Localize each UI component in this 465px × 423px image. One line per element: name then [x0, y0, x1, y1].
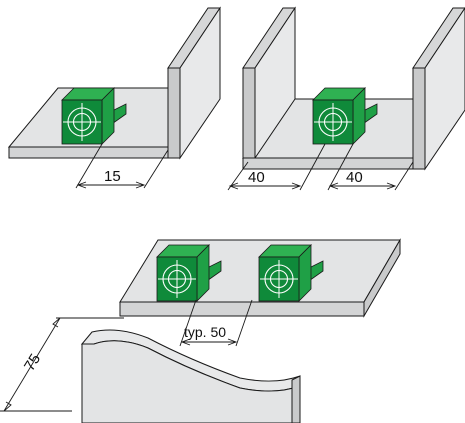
dimension-typ-50 — [179, 299, 253, 347]
base-plate-edge — [119, 301, 365, 317]
base-plate-edge — [242, 157, 426, 170]
two-clamp-assembly: typ. 50 — [119, 238, 401, 347]
left-wall-front — [242, 67, 256, 159]
upright-wall-front — [167, 67, 181, 159]
contoured-wall: 75 — [0, 317, 301, 423]
dimension-15 — [75, 143, 169, 189]
base-plate-edge — [8, 146, 169, 159]
contour-right-edge — [291, 375, 301, 423]
dimension-label-40-right: 40 — [346, 169, 363, 186]
dimension-label-40-left: 40 — [248, 169, 265, 186]
single-clamp-assembly: 15 — [7, 6, 221, 189]
base-plate-side — [363, 238, 401, 318]
dimension-label-75: 75 — [21, 351, 44, 374]
right-wall-front — [412, 67, 426, 170]
dimension-75 — [0, 317, 124, 412]
double-wall-assembly: 40 40 — [227, 6, 465, 191]
contour-front-face — [81, 340, 301, 423]
dimension-label-typ-50: typ. 50 — [184, 324, 226, 340]
dimension-40-right — [327, 143, 414, 191]
dimension-label-15: 15 — [104, 168, 121, 185]
dimension-40-left — [227, 143, 326, 191]
